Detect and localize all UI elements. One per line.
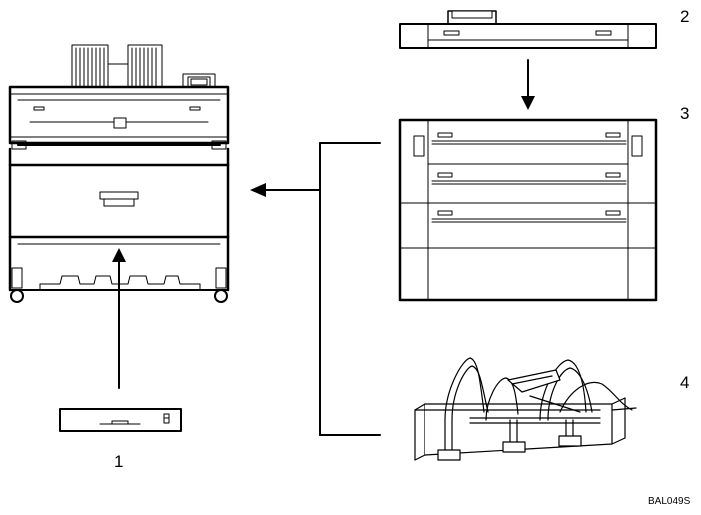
label-item-1: 1 (114, 452, 124, 471)
option-unit-2 (400, 11, 656, 48)
label-item-4: 4 (680, 373, 690, 392)
figure-code: BAL049S (648, 496, 691, 507)
paper-rolls (72, 45, 162, 87)
arrow-item-2 (521, 60, 535, 110)
label-item-3: 3 (680, 104, 690, 123)
label-item-2: 2 (680, 7, 690, 26)
option-unit-3 (400, 120, 656, 300)
option-unit-1 (60, 409, 181, 431)
arrow-item-1 (112, 248, 126, 388)
option-unit-4 (415, 358, 636, 460)
connector-bracket (250, 143, 380, 435)
main-machine (10, 45, 228, 302)
